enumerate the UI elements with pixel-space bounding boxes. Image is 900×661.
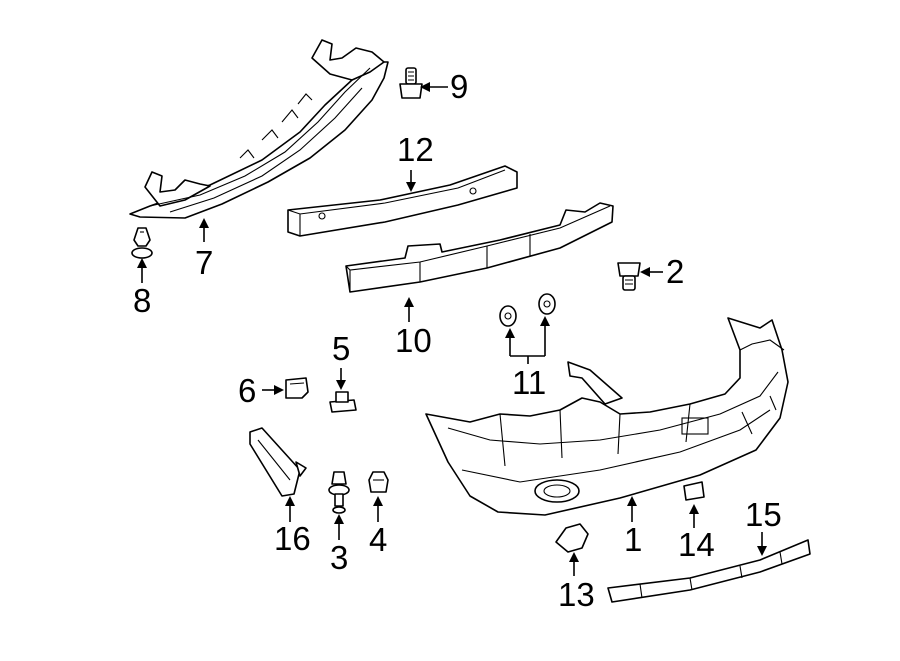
callout-3: 3	[330, 539, 348, 576]
callout-8: 8	[133, 282, 151, 319]
part-1-bumper-cover	[425, 317, 789, 516]
part-9-bolt	[399, 67, 423, 99]
part-16-bracket	[249, 427, 307, 497]
callout-6: 6	[238, 372, 256, 409]
part-10-absorber-foam	[345, 202, 614, 293]
callout-2: 2	[666, 253, 684, 290]
part-13-reflector	[555, 523, 589, 553]
part-6-clip	[285, 377, 309, 399]
callout-15: 15	[745, 496, 782, 533]
part-14-cover	[683, 481, 705, 501]
part-12-reinforcement	[287, 165, 518, 237]
callout-1: 1	[624, 521, 642, 558]
part-5-clip	[329, 391, 357, 413]
part-3-rivet	[328, 471, 350, 514]
callout-12: 12	[397, 131, 434, 168]
part-15-molding	[607, 539, 811, 603]
callout-13: 13	[558, 576, 595, 613]
callout-7: 7	[195, 244, 213, 281]
callout-5: 5	[332, 330, 350, 367]
callout-14: 14	[678, 526, 715, 563]
part-7-absorber-bracket	[129, 39, 389, 219]
leader-lines	[137, 82, 767, 576]
callout-16: 16	[274, 520, 311, 557]
callout-10: 10	[395, 322, 432, 359]
callout-9: 9	[450, 68, 468, 105]
part-11-retainers	[499, 293, 556, 327]
part-2-bolt	[617, 262, 641, 291]
callout-4: 4	[369, 521, 387, 558]
part-8-push-pin	[131, 227, 153, 259]
part-4-nut	[368, 471, 389, 493]
callout-11: 11	[512, 364, 546, 401]
